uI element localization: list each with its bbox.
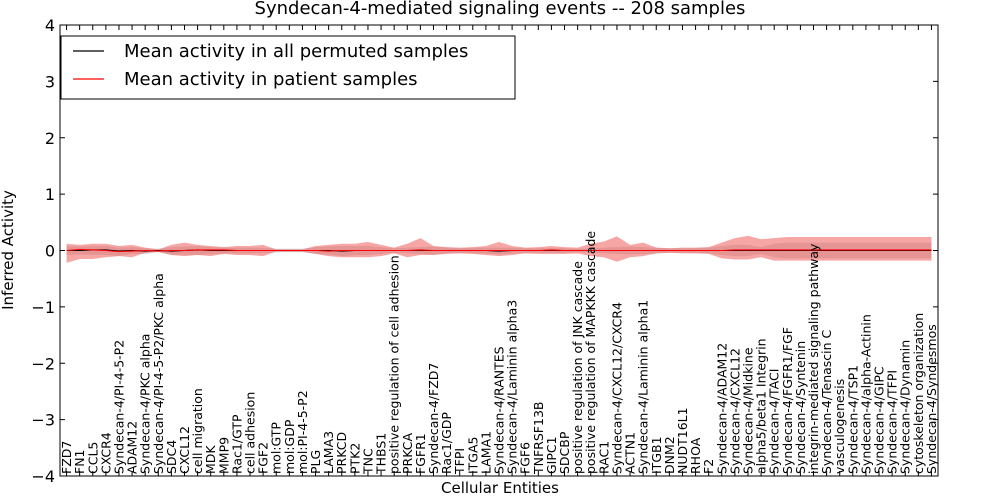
x-tick-label: PTK2 [347, 443, 362, 474]
x-tick-label: Rac1/GTP [229, 414, 244, 474]
x-tick-label: Syndecan-4/Tenascin C [819, 329, 834, 474]
x-tick-label: positive regulation of cell adhesion [387, 255, 402, 474]
y-tick-label: −4 [31, 467, 55, 486]
x-tick-label: Syndecan-4/ADAM12 [714, 343, 729, 474]
x-tick-label: integrin-mediated signaling pathway [806, 243, 821, 474]
x-tick-label: positive regulation of JNK cascade [570, 261, 585, 474]
x-tick-label: Syndecan-4/TACI [767, 369, 782, 474]
band-series-1 [66, 235, 932, 263]
x-tick-label: CCL5 [85, 442, 100, 474]
x-tick-label: SDC4 [164, 440, 179, 474]
x-tick-label: Syndecan-4/CXCL12/CXCR4 [609, 302, 624, 474]
x-tick-label: cytoskeleton organization [911, 313, 926, 474]
y-tick-label: −1 [31, 298, 55, 317]
y-tick-label: 0 [45, 242, 55, 261]
x-tick-label: LAMA1 [478, 431, 493, 474]
chart-title: Syndecan-4-mediated signaling events -- … [255, 0, 746, 19]
y-axis-label: Inferred Activity [0, 190, 17, 310]
x-tick-label: THBS1 [374, 433, 389, 475]
x-tick-label: Syndecan-4/alpha-Actinin [858, 314, 873, 474]
x-tick-label: Rac1/GDP [439, 412, 454, 474]
legend: Mean activity in all permuted samples Me… [60, 35, 516, 100]
x-tick-label: mol:PI-4-5-P2 [295, 390, 310, 474]
x-tick-label: Syndecan-4/TFPI [885, 370, 900, 474]
x-tick-label: FGFR1 [413, 433, 428, 474]
x-tick-label: Syndecan-4/Laminin alpha3 [505, 300, 520, 474]
x-tick-label: MDK [203, 445, 218, 474]
x-tick-label: ITGA5 [465, 436, 480, 474]
x-tick-label: mol:GDP [282, 419, 297, 474]
x-tick-label: MMP9 [216, 437, 231, 474]
x-tick-label: PRKCD [334, 432, 349, 474]
x-axis-label: Cellular Entities [441, 479, 559, 497]
x-tick-label: Syndecan-4/Laminin alpha1 [636, 300, 651, 474]
x-tick-label: Syndecan-4/CXCL12 [727, 348, 742, 474]
x-tick-label: PRKCA [400, 433, 415, 474]
x-tick-label: DNM2 [662, 436, 677, 474]
x-tick-label: positive regulation of MAPKKK cascade [583, 231, 598, 474]
x-tick-label: alpha5/beta1 Integrin [754, 338, 769, 474]
x-tick-label: ACTN1 [623, 432, 638, 474]
line-series-1 [66, 248, 932, 253]
legend-label-permuted: Mean activity in all permuted samples [124, 41, 468, 62]
x-tick-label: Syndecan-4/PKC alpha [138, 334, 153, 474]
x-tick-label: Syndecan-4/PI-4-5-P2/PKC alpha [151, 273, 166, 474]
x-tick-label: FGF2 [256, 442, 271, 474]
x-tick-label: SDCBP [557, 431, 572, 474]
x-tick-label: Syndecan-4/Syndesmos [924, 324, 939, 474]
x-tick-label: vasculogenesis [832, 379, 847, 474]
x-tick-label: TNFRSF13B [531, 402, 546, 475]
x-tick-label: FGF6 [518, 442, 533, 474]
x-tick-label: Syndecan-4/PI-4-5-P2 [111, 340, 126, 474]
x-tick-label: cell migration [190, 388, 205, 474]
x-tick-label: PLG [308, 450, 323, 474]
x-tick-label: ITGB1 [649, 436, 664, 474]
x-tick-label: Syndecan-4/Dynamin [898, 340, 913, 474]
x-tick-label: F2 [701, 459, 716, 474]
y-tick-label: −3 [31, 411, 55, 430]
x-tick-label: Syndecan-4/RANTES [492, 346, 507, 474]
x-tick-label: Syndecan-4/FZD7 [426, 363, 441, 474]
x-tick-label: FN1 [72, 450, 87, 475]
x-tick-label: Syndecan-4/TSP1 [845, 365, 860, 474]
x-tick-label: CXCR4 [98, 432, 113, 474]
y-tick-label: 2 [45, 129, 55, 148]
line-series-0 [66, 249, 932, 252]
y-tick-label: 1 [45, 185, 55, 204]
x-tick-label: CXCL12 [177, 426, 192, 474]
x-tick-label: LAMA3 [321, 431, 336, 474]
x-tick-label: RAC1 [596, 441, 611, 474]
x-tick-label: ADAM12 [125, 421, 140, 474]
x-tick-label: Syndecan-4/GIPC [872, 366, 887, 474]
y-tick-label: −2 [31, 354, 55, 373]
x-tick-label: NUDT16L1 [675, 407, 690, 474]
x-tick-label: TFPI [452, 448, 467, 475]
x-tick-label: RHOA [688, 437, 703, 474]
plot-area: −4−3−2−101234FZD7FN1CCL5CXCR4Syndecan-4/… [31, 16, 939, 486]
x-tick-label: Syndecan-4/Midkine [740, 347, 755, 474]
legend-label-patient: Mean activity in patient samples [124, 69, 418, 90]
x-tick-label: Syndecan-4/Syntenin [793, 341, 808, 474]
x-tick-label: mol:GTP [269, 422, 284, 474]
x-tick-label: TNC [360, 448, 375, 475]
x-tick-label: FZD7 [59, 441, 74, 474]
y-tick-label: 4 [45, 16, 55, 35]
y-tick-label: 3 [45, 72, 55, 91]
x-tick-label: GIPC1 [544, 436, 559, 474]
x-tick-label: Syndecan-4/FGFR1/FGF [780, 327, 795, 474]
legend-box [60, 35, 516, 100]
x-tick-label: cell adhesion [243, 392, 258, 474]
